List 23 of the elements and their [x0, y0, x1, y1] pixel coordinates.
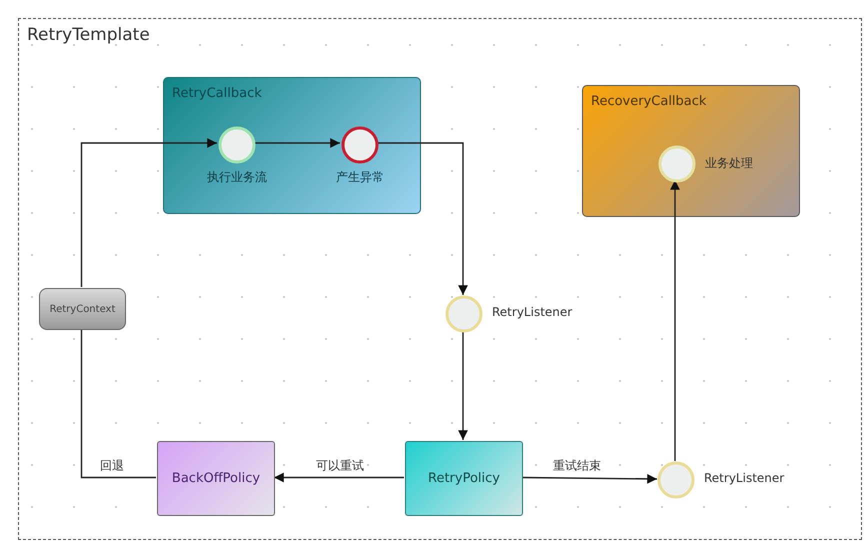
arrow: [253, 138, 340, 148]
callback-panel: [163, 77, 421, 214]
callback-panel: [582, 85, 800, 217]
component-box: BackOffPolicy: [157, 441, 275, 516]
component-box: RetryPolicy: [405, 441, 523, 516]
component-box: RetryContext: [39, 288, 126, 330]
arrow: [522, 474, 657, 484]
connector-line: [80, 329, 156, 478]
event-label: RetryListener: [492, 305, 572, 319]
template-frame: [18, 18, 862, 540]
event-label: 业务处理: [705, 155, 753, 172]
event-label: RetryListener: [704, 471, 784, 485]
event-label: 产生异常: [335, 169, 385, 186]
arrow: [80, 138, 217, 287]
edge-label: 可以重试: [314, 458, 366, 474]
event-label: 执行业务流: [206, 169, 268, 186]
frame-title: RetryTemplate: [27, 25, 150, 45]
arrow: [376, 142, 468, 295]
arrow: [670, 180, 680, 461]
panel-title: RetryCallback: [172, 86, 262, 101]
arrow: [458, 331, 468, 440]
panel-title: RecoveryCallback: [591, 94, 706, 109]
arrow: [274, 472, 404, 482]
